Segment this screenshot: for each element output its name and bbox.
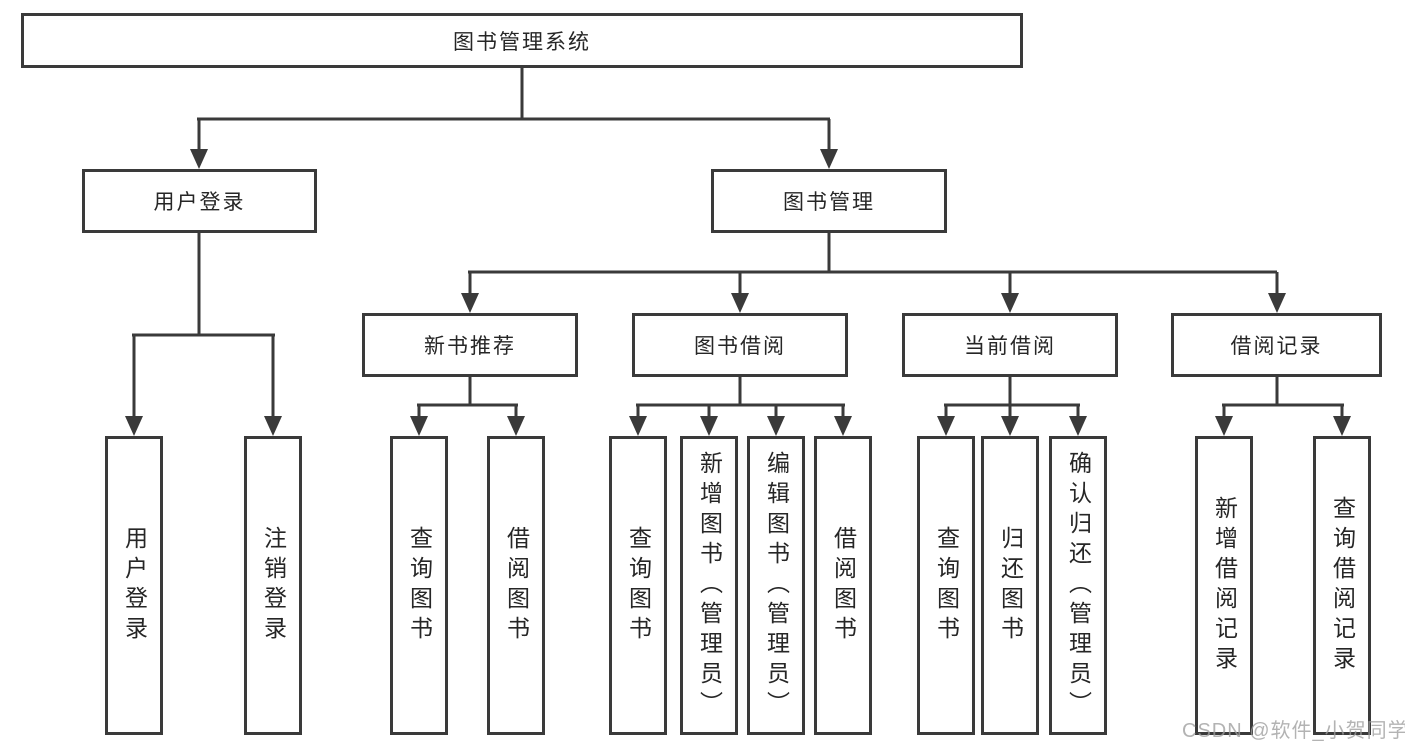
leaf-query-book-recommend: 查询图书 bbox=[390, 436, 448, 735]
leaf-logout: 注销登录 bbox=[244, 436, 302, 735]
leaf-query-book-current: 查询图书 bbox=[917, 436, 975, 735]
leaf-label: 编辑图书（管理员） bbox=[763, 450, 790, 721]
leaf-query-book-borrow: 查询图书 bbox=[609, 436, 667, 735]
leaf-label: 查询借阅记录 bbox=[1329, 495, 1356, 676]
leaf-label: 归还图书 bbox=[997, 525, 1024, 646]
leaf-confirm-return-admin: 确认归还（管理员） bbox=[1049, 436, 1107, 735]
csdn-watermark: CSDN @软件_小贺同学 bbox=[1182, 720, 1405, 742]
leaf-label: 查询图书 bbox=[625, 525, 652, 646]
node-borrow-records: 借阅记录 bbox=[1171, 313, 1382, 377]
leaf-add-book-admin: 新增图书（管理员） bbox=[680, 436, 738, 735]
leaf-label: 借阅图书 bbox=[830, 525, 857, 646]
leaf-borrow-book: 借阅图书 bbox=[814, 436, 872, 735]
leaf-user-login: 用户登录 bbox=[105, 436, 163, 735]
node-book-management-group: 图书管理 bbox=[711, 169, 947, 233]
node-label: 借阅记录 bbox=[1230, 335, 1323, 358]
node-label: 用户登录 bbox=[153, 191, 246, 214]
node-label: 图书管理系统 bbox=[453, 30, 591, 54]
leaf-label: 借阅图书 bbox=[503, 525, 530, 646]
leaf-label: 注销登录 bbox=[260, 525, 287, 646]
leaf-label: 确认归还（管理员） bbox=[1065, 450, 1092, 721]
leaf-edit-book-admin: 编辑图书（管理员） bbox=[747, 436, 805, 735]
node-current-borrow: 当前借阅 bbox=[902, 313, 1118, 377]
leaf-label: 查询图书 bbox=[406, 525, 433, 646]
node-new-book-recommend: 新书推荐 bbox=[362, 313, 578, 377]
leaf-return-book: 归还图书 bbox=[981, 436, 1039, 735]
leaf-query-borrow-record: 查询借阅记录 bbox=[1313, 436, 1371, 735]
leaf-label: 新增图书（管理员） bbox=[696, 450, 723, 721]
node-label: 图书借阅 bbox=[694, 335, 786, 358]
node-user-login-group: 用户登录 bbox=[82, 169, 317, 233]
leaf-label: 查询图书 bbox=[933, 525, 960, 646]
leaf-label: 用户登录 bbox=[121, 525, 148, 646]
node-label: 图书管理 bbox=[783, 191, 875, 214]
node-library-management-system: 图书管理系统 bbox=[21, 13, 1023, 68]
leaf-borrow-book-recommend: 借阅图书 bbox=[487, 436, 545, 735]
node-label: 当前借阅 bbox=[964, 335, 1056, 358]
node-book-borrow: 图书借阅 bbox=[632, 313, 848, 377]
leaf-label: 新增借阅记录 bbox=[1211, 495, 1238, 676]
node-label: 新书推荐 bbox=[424, 335, 516, 358]
leaf-add-borrow-record: 新增借阅记录 bbox=[1195, 436, 1253, 735]
